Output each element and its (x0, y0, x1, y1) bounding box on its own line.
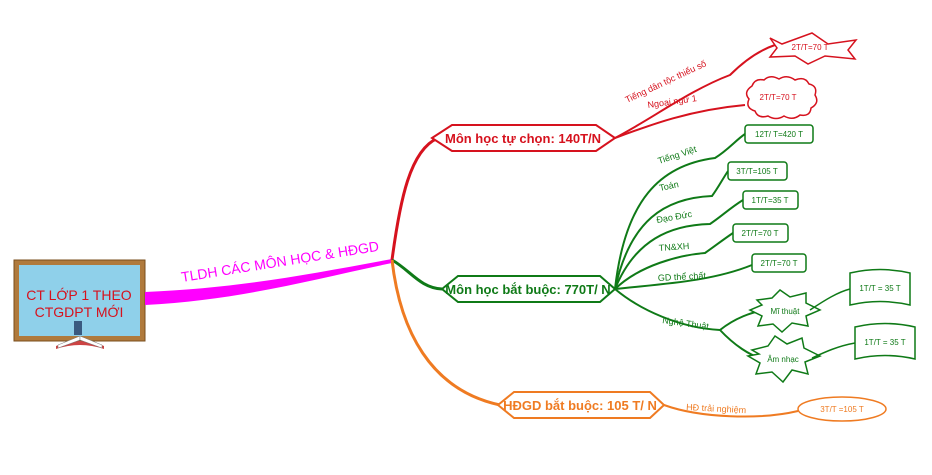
compulsory-item-2-label: Toán (658, 179, 679, 193)
compulsory-link-arts (614, 288, 721, 331)
compulsory-link-1 (614, 133, 746, 290)
compulsory-item-2-value-box[interactable] (727, 161, 788, 181)
arts-item-1-label: Mĩ thuật (771, 307, 801, 316)
optional-item-2-label: Ngoại ngữ 1 (647, 93, 697, 110)
compulsory-item-5-label: GD thể chất (658, 270, 707, 283)
optional-item-2-value: 2T/T=70 T (760, 93, 797, 102)
arts-link-music (719, 329, 761, 359)
main-branch-label: TLDH CÁC MÔN HỌC & HĐGD (180, 238, 380, 285)
activities-link (663, 404, 799, 418)
compulsory-item-4-value: 2T/T=70 T (742, 229, 779, 238)
compulsory-item-5-value: 2T/T=70 T (761, 259, 798, 268)
optional-link-1 (614, 44, 776, 139)
compulsory-item-3-value: 1T/T=35 T (752, 196, 789, 205)
central-line-2: CTGDPT MỚI (35, 304, 124, 320)
optional-item-1-value: 2T/T=70 T (792, 43, 829, 52)
compulsory-title: Môn học bắt buộc: 770T/ N (445, 282, 610, 297)
arts-label: Nghệ Thuật (662, 315, 710, 331)
compulsory-item-3-value-box[interactable] (742, 190, 799, 210)
arts-link-music-value (811, 342, 856, 359)
activities-label: HĐ trải nghiệm (686, 402, 746, 415)
compulsory-item-1-value: 12T/ T=420 T (755, 130, 803, 139)
arts-item-1-star[interactable] (748, 289, 822, 334)
optional-link-2 (614, 104, 746, 139)
arts-link-fine-art-value (809, 288, 851, 311)
compulsory-item-2-value: 3T/T=105 T (736, 167, 778, 176)
compulsory-link-3 (614, 199, 744, 290)
arts-item-2-star[interactable] (745, 334, 822, 384)
compulsory-link-5 (614, 264, 753, 290)
compulsory-item-4-label: TN&XH (658, 241, 689, 253)
compulsory-link-2 (614, 170, 729, 290)
optional-item-1-value-star[interactable] (768, 32, 858, 65)
arts-item-2-value-flag[interactable] (854, 322, 916, 360)
branch-compulsory (391, 258, 443, 291)
arts-item-2-label: Âm nhạc (767, 355, 799, 364)
branch-activities (390, 259, 501, 407)
optional-item-2-value-cloud[interactable] (745, 76, 818, 120)
activities-title: HĐGD bắt buộc: 105 T/ N (503, 398, 657, 413)
compulsory-link-4 (614, 232, 734, 290)
arts-item-1-value: 1T/T = 35 T (859, 284, 900, 293)
branch-optional (390, 136, 439, 261)
activities-value-oval[interactable] (797, 396, 887, 422)
central-line-1: CT LỚP 1 THEO (26, 287, 131, 303)
arts-item-1-value-flag[interactable] (849, 268, 911, 306)
optional-title: Môn học tự chọn: 140T/N (445, 131, 601, 146)
compulsory-item-5-value-box[interactable] (751, 253, 807, 273)
book-icon (56, 321, 104, 349)
arts-item-2-value: 1T/T = 35 T (864, 338, 905, 347)
compulsory-item-1-value-box[interactable] (744, 124, 814, 144)
main-branch (145, 259, 392, 305)
compulsory-item-4-value-box[interactable] (732, 223, 789, 243)
activities-value: 3T/T =105 T (820, 405, 864, 414)
